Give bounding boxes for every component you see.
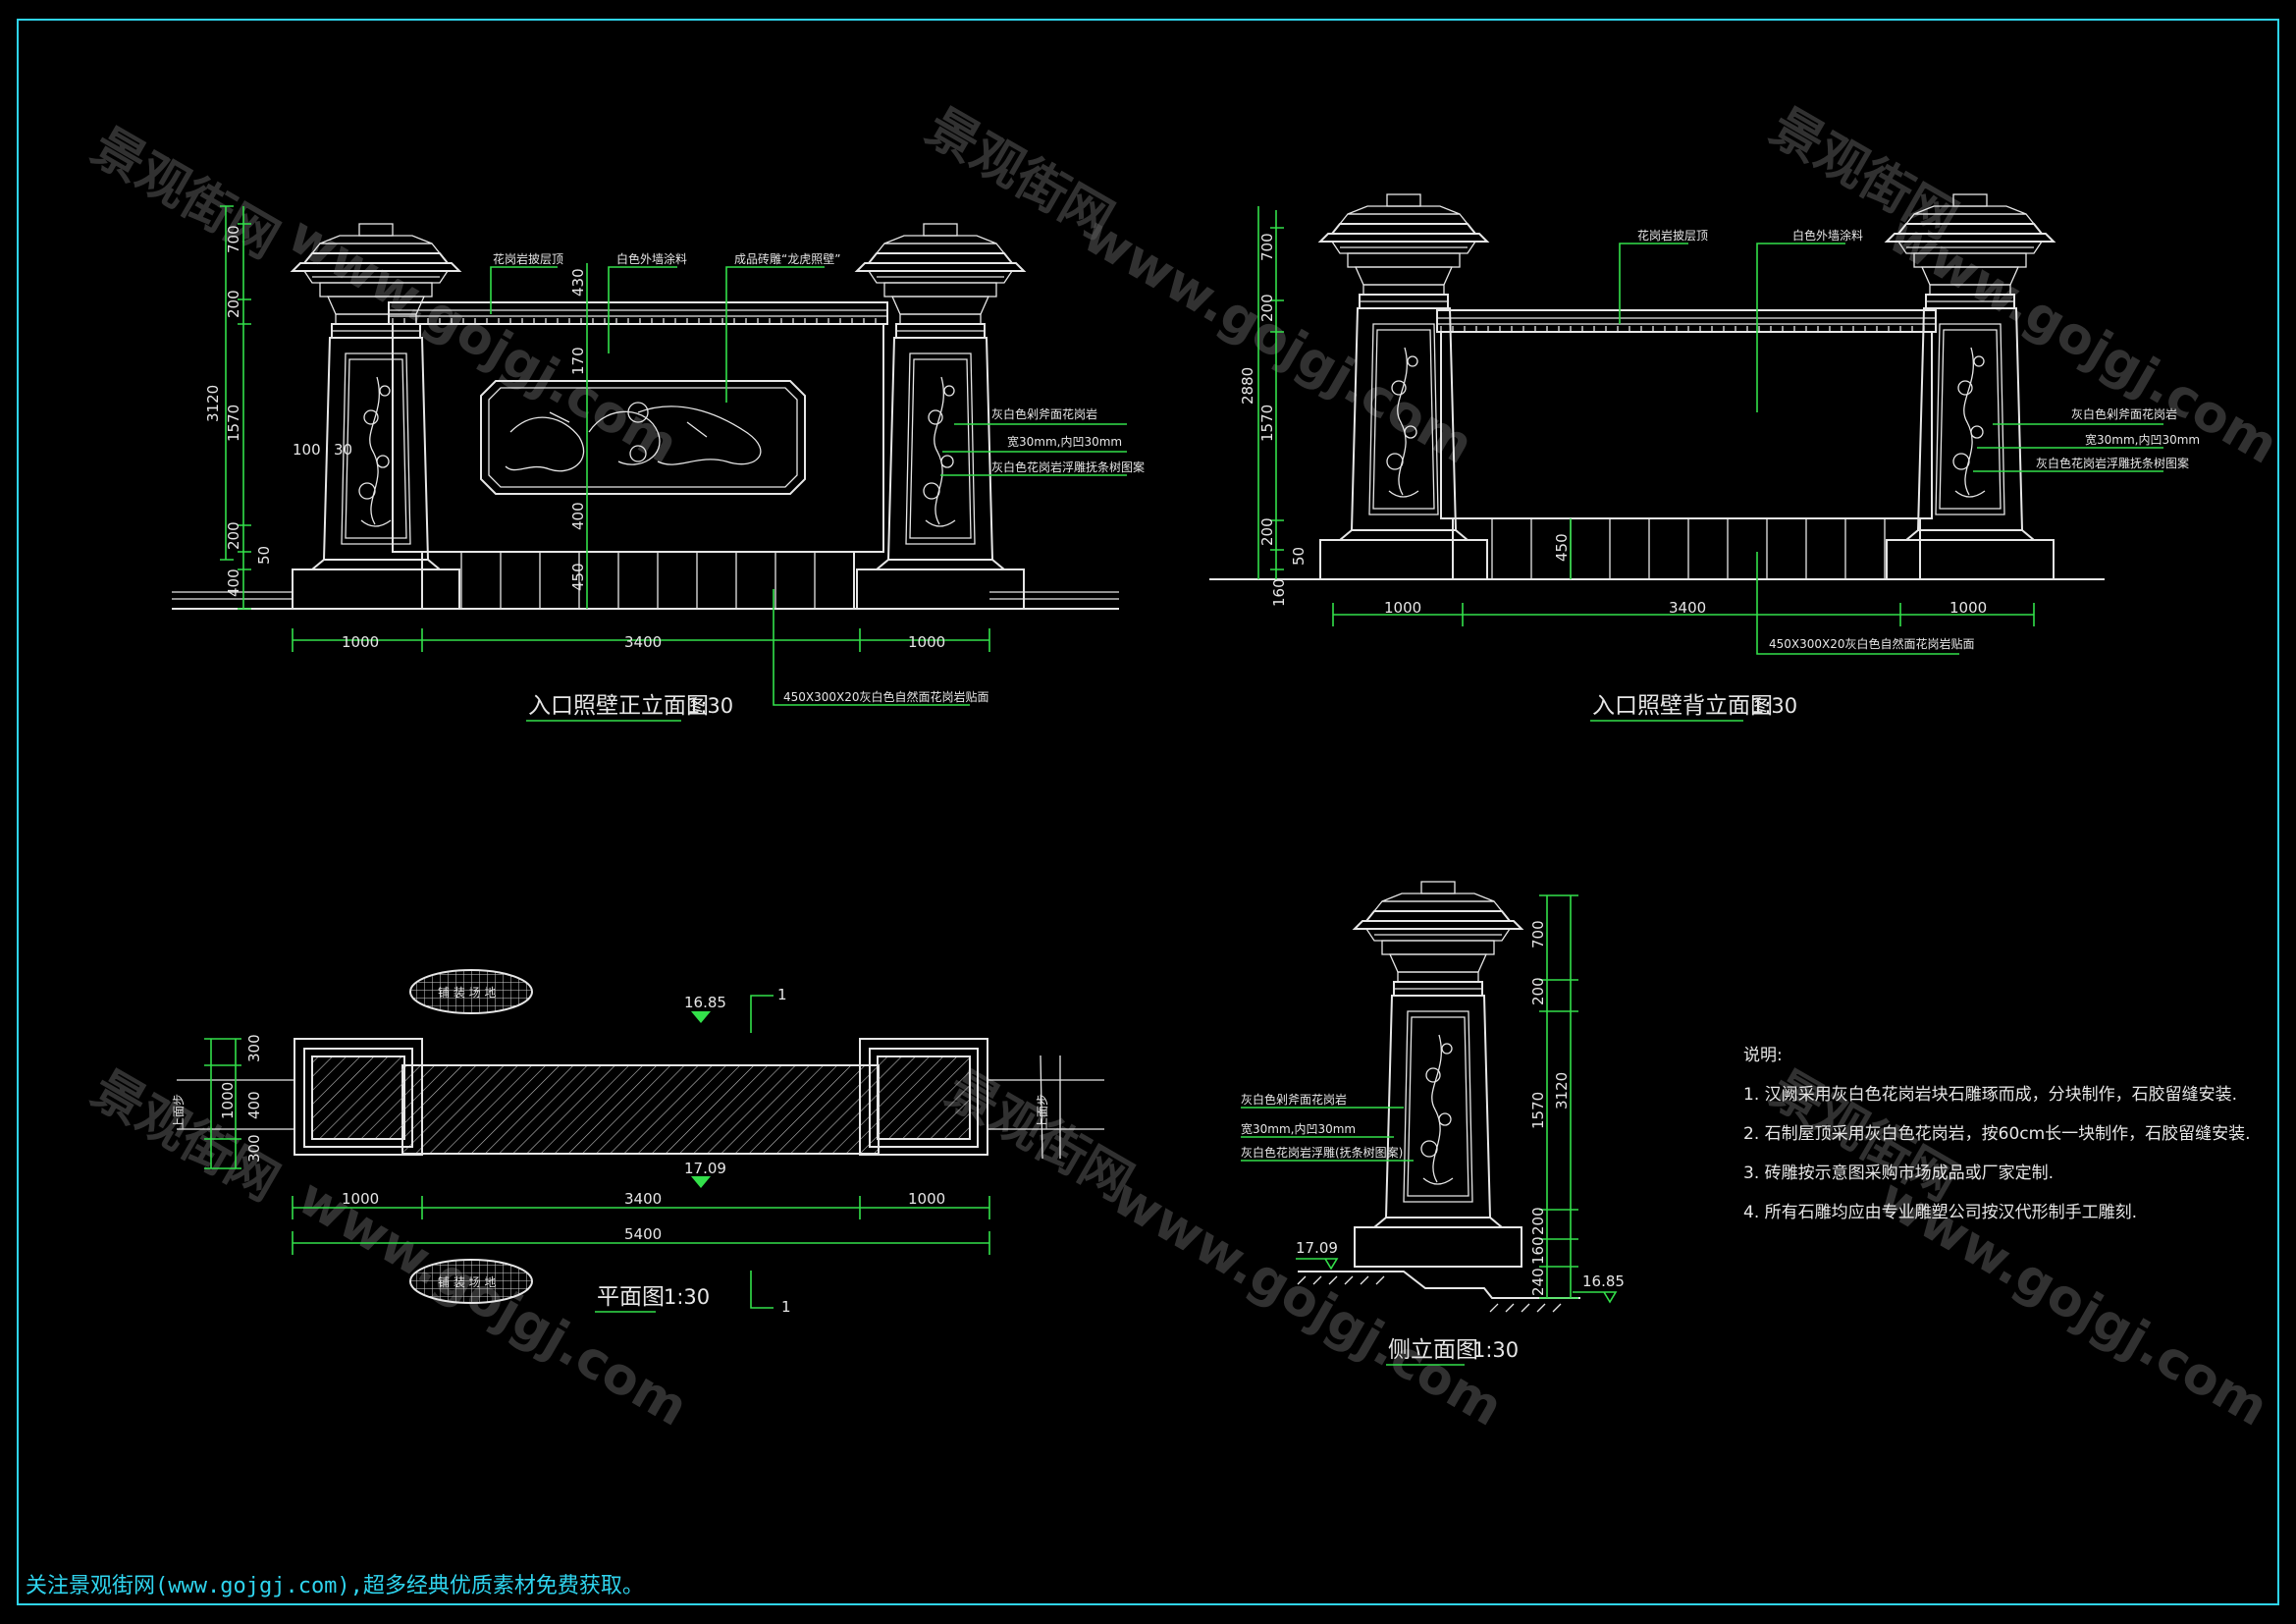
- drawing-title: 侧立面图: [1388, 1337, 1478, 1363]
- dim: 160: [1270, 578, 1288, 607]
- dim: 1000: [908, 1190, 945, 1208]
- watermark-url: www.gojgj.com: [279, 205, 688, 475]
- drawing-frame: [17, 19, 2279, 1605]
- callout-label: 花岗岩披层顶: [493, 251, 563, 266]
- dim: 1000: [908, 633, 945, 651]
- dim: 100: [293, 441, 321, 459]
- dim: 3120: [1553, 1072, 1571, 1110]
- dim: 400: [225, 568, 242, 597]
- dim: 50: [255, 546, 273, 565]
- plan-wall: [401, 1064, 880, 1155]
- dim: 240: [1529, 1268, 1547, 1296]
- dim: 200: [1258, 294, 1276, 322]
- back-elevation: 700 200 2880 1570 200 50 160 450 1000 34…: [1209, 193, 2200, 722]
- drawing-title: 平面图: [597, 1284, 665, 1310]
- dim: 170: [569, 347, 587, 375]
- wall-coping-dentils: [392, 318, 877, 324]
- dim: 50: [1290, 547, 1308, 566]
- note-item: 1. 汉阙采用灰白色花岗岩块石雕琢而成，分块制作，石胶留缝安装.: [1743, 1085, 2237, 1105]
- dim: 400: [245, 1091, 263, 1119]
- dim: 300: [245, 1134, 263, 1163]
- dim: 200: [225, 290, 242, 318]
- watermark-url: www.gojgj.com: [1103, 1167, 1513, 1437]
- material-note: 灰白色花岗岩浮雕抚条树图案: [991, 460, 1145, 474]
- dim: 1570: [1258, 405, 1276, 442]
- callout-label: 成品砖雕“龙虎照壁”: [734, 251, 840, 266]
- callout-label: 白色外墙涂料: [1792, 228, 1863, 243]
- note-item: 3. 砖雕按示意图采购市场成品或厂家定制.: [1743, 1164, 2054, 1183]
- note-item: 4. 所有石雕均应由专业雕塑公司按汉代形制手工雕刻.: [1743, 1203, 2137, 1222]
- relief-panel: [480, 380, 806, 495]
- watermark-brand: 景观街网: [82, 117, 289, 270]
- plan-view: 铺 装 场 地 铺 装 场 地 16.85 17.09 1 1 上面步 上面步 …: [172, 969, 1104, 1316]
- dim: 200: [1258, 517, 1276, 546]
- dim: 3400: [624, 633, 662, 651]
- material-note: 宽30mm,内凹30mm: [1241, 1121, 1356, 1136]
- dim: 1000: [342, 633, 379, 651]
- wall-coping: [388, 301, 888, 325]
- dim: 400: [569, 502, 587, 530]
- callout-label: 花岗岩披层顶: [1637, 228, 1708, 243]
- level-label: 17.09: [684, 1160, 726, 1177]
- dim: 1000: [342, 1190, 379, 1208]
- watermark-layer: 景观街网 景观街网 景观街网 www.gojgj.com www.gojgj.c…: [82, 97, 2288, 1437]
- material-note: 灰白色剁斧面花岗岩: [991, 406, 1097, 421]
- material-note: 灰白色花岗岩浮雕抚条树图案: [2036, 456, 2189, 470]
- material-note: 灰白色剁斧面花岗岩: [2071, 406, 2177, 421]
- material-note: 灰白色花岗岩浮雕(抚条树图案): [1241, 1145, 1403, 1160]
- general-notes: 说明: 1. 汉阙采用灰白色花岗岩块石雕琢而成，分块制作，石胶留缝安装. 2. …: [1743, 1046, 2251, 1222]
- paving-label: 铺 装 场 地: [438, 1275, 496, 1289]
- dim: 3400: [624, 1190, 662, 1208]
- dim: 200: [1529, 1207, 1547, 1235]
- level-label: 16.85: [1582, 1272, 1625, 1290]
- dim: 2880: [1239, 367, 1256, 405]
- dim: 3120: [204, 385, 222, 422]
- material-note: 宽30mm,内凹30mm: [2085, 432, 2200, 447]
- section-mark: 1: [781, 1298, 791, 1316]
- dim: 30: [334, 441, 352, 459]
- dim: 700: [1258, 233, 1276, 261]
- dim: 450: [1553, 533, 1571, 562]
- dim: 700: [1529, 920, 1547, 948]
- drawing-scale: 1:30: [1751, 694, 1797, 718]
- section-mark: 1: [777, 986, 787, 1003]
- dim: 1570: [1529, 1092, 1547, 1129]
- material-note: 450X300X20灰白色自然面花岗岩贴面: [1769, 636, 1975, 651]
- paving-label: 铺 装 场 地: [438, 986, 496, 1000]
- drawing-scale: 1:30: [687, 694, 733, 718]
- drawing-title: 入口照壁背立面图: [1592, 693, 1773, 719]
- level-label: 17.09: [1296, 1239, 1338, 1257]
- dim: 300: [245, 1034, 263, 1062]
- dim: 200: [225, 521, 242, 550]
- material-note: 450X300X20灰白色自然面花岗岩贴面: [783, 689, 989, 704]
- material-note: 宽30mm,内凹30mm: [1007, 434, 1122, 449]
- side-elevation: 700 200 3120 1570 200 160 240 17.09 16.8…: [1241, 881, 1625, 1366]
- dim: 5400: [624, 1225, 662, 1243]
- level-label: 16.85: [684, 994, 726, 1011]
- drawing-scale: 1:30: [664, 1285, 710, 1309]
- footer-promo: 关注景观街网(www.gojgj.com),超多经典优质素材免费获取。: [26, 1574, 644, 1598]
- dim: 160: [1529, 1236, 1547, 1265]
- dim: 1000: [219, 1082, 237, 1119]
- dim: 1000: [1384, 599, 1421, 617]
- material-note: 灰白色剁斧面花岗岩: [1241, 1092, 1347, 1107]
- front-elevation: 700 200 3120 1570 200 50 400 100 30 430 …: [172, 205, 1145, 722]
- dim: 450: [569, 563, 587, 591]
- dim: 700: [225, 225, 242, 253]
- note-item: 2. 石制屋顶采用灰白色花岗岩，按60cm长一块制作，石胶留缝安装.: [1743, 1124, 2251, 1144]
- side-label: 上面步: [172, 1094, 186, 1129]
- dim: 1000: [1949, 599, 1987, 617]
- side-label: 上面步: [1036, 1094, 1049, 1129]
- dim: 1570: [225, 405, 242, 442]
- notes-heading: 说明:: [1743, 1046, 1783, 1065]
- watermark-url: www.gojgj.com: [1074, 205, 1483, 475]
- drawing-scale: 1:30: [1472, 1338, 1519, 1362]
- drawing-title: 入口照壁正立面图: [528, 693, 709, 719]
- dim: 3400: [1669, 599, 1706, 617]
- callout-label: 白色外墙涂料: [616, 251, 687, 266]
- dim: 430: [569, 268, 587, 297]
- dim: 200: [1529, 977, 1547, 1005]
